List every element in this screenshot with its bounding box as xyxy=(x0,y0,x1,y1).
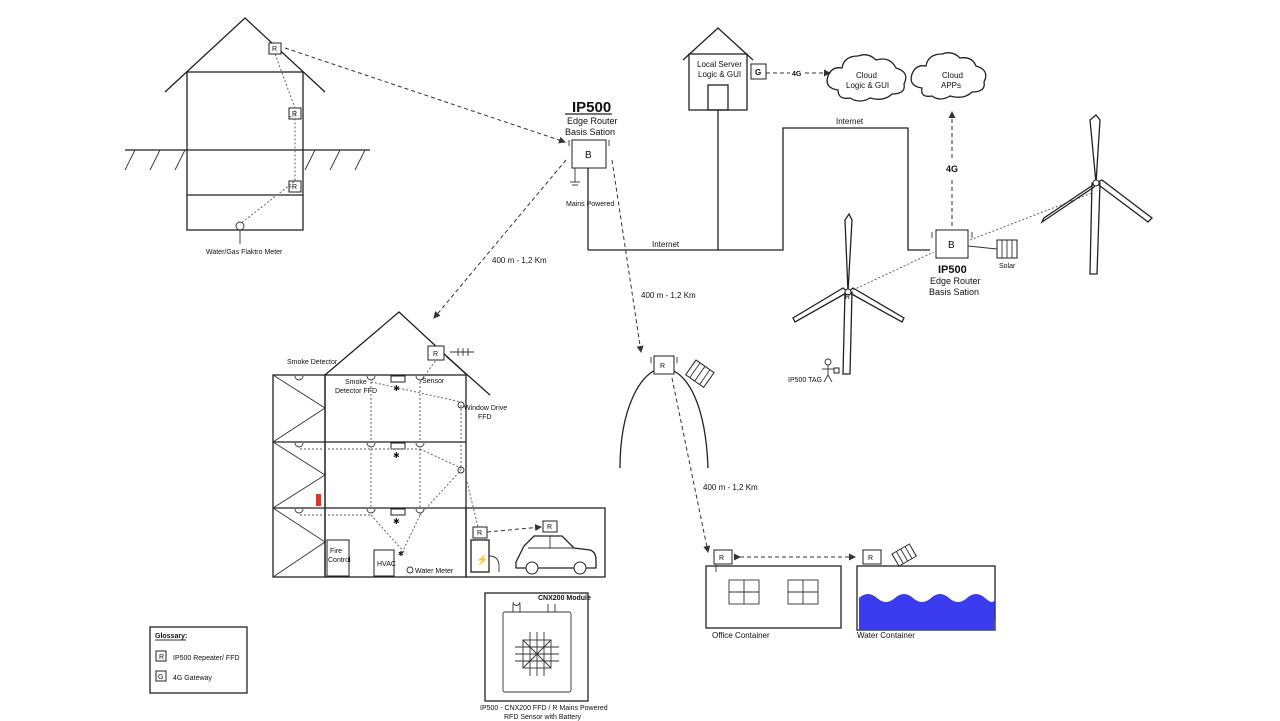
svg-text:R: R xyxy=(477,530,482,537)
repeater-node-hill xyxy=(653,355,675,375)
svg-text:Sensor: Sensor xyxy=(422,378,445,385)
router-main-name: IP500 xyxy=(572,99,611,116)
svg-text:←: ← xyxy=(288,113,295,120)
svg-text:R: R xyxy=(845,294,850,301)
repeater-node-garage xyxy=(472,526,488,539)
svg-text:Window Drive: Window Drive xyxy=(464,405,507,412)
svg-text:Edge Router: Edge Router xyxy=(930,276,981,286)
cnx200-module: CNX200 Module IP500 - CNX200 FFD / R Mai… xyxy=(480,592,608,721)
svg-text:✱: ✱ xyxy=(393,384,400,393)
wind-turbine-right xyxy=(1040,114,1153,275)
mains-powered-label: Mains Powered xyxy=(566,201,614,208)
svg-text:Logic & GUI: Logic & GUI xyxy=(846,81,889,90)
cloud-logic: Cloud Logic & GUI xyxy=(826,54,907,102)
hill-repeater: R xyxy=(619,355,715,469)
svg-text:IP500: IP500 xyxy=(938,264,967,276)
svg-text:FFD: FFD xyxy=(478,414,492,421)
repeater-node-water xyxy=(862,549,882,565)
svg-text:4G: 4G xyxy=(792,71,802,78)
office-container-label: Office Container xyxy=(712,631,770,640)
svg-text:Basis Sation: Basis Sation xyxy=(929,287,979,297)
svg-text:Detector FFD: Detector FFD xyxy=(335,388,377,395)
distance-to-building: 400 m - 1,2 Km xyxy=(492,256,547,265)
sensor-lights: ✱ ✱ ✱ xyxy=(390,375,406,526)
svg-text:✱: ✱ xyxy=(393,451,400,460)
solar-label: Solar xyxy=(999,263,1016,270)
svg-text:←: ← xyxy=(288,183,295,190)
svg-text:G: G xyxy=(755,68,761,77)
svg-text:R: R xyxy=(159,654,164,661)
svg-text:Cloud: Cloud xyxy=(856,71,877,80)
meter-label: Water/Gas Flaktro Meter xyxy=(206,249,283,256)
fire-extinguisher-icon xyxy=(316,494,321,506)
tag-label: IP500 TAG xyxy=(788,377,822,384)
lte-label-vertical: 4G xyxy=(946,164,958,174)
distance-to-hill: 400 m - 1,2 Km xyxy=(641,291,696,300)
svg-text:✱: ✱ xyxy=(393,517,400,526)
svg-text:Cloud: Cloud xyxy=(942,71,963,80)
edge-router-main: IP500 Edge Router Basis Sation B Mains P… xyxy=(565,99,618,250)
svg-text:R: R xyxy=(660,363,665,370)
local-server-house: Local Server Logic & GUI G 4G xyxy=(682,27,831,111)
wind-turbine-left: R xyxy=(792,212,905,375)
svg-text:⚡: ⚡ xyxy=(476,553,488,566)
water-meter-icon xyxy=(406,566,414,574)
office-container: R Office Container xyxy=(705,549,842,640)
electric-car-icon xyxy=(515,535,597,569)
svg-text:HVAC: HVAC xyxy=(377,561,396,568)
gateway-node xyxy=(750,63,767,80)
svg-text:Logic & GUI: Logic & GUI xyxy=(698,70,741,79)
svg-text:R: R xyxy=(272,46,277,53)
distance-to-office: 400 m - 1,2 Km xyxy=(703,483,758,492)
svg-text:Water Meter: Water Meter xyxy=(415,568,454,575)
svg-text:Smoke Detector: Smoke Detector xyxy=(287,359,338,366)
module-caption-1: IP500 - CNX200 FFD / R Mains Powered xyxy=(480,705,608,712)
repeater-node-roof xyxy=(427,345,445,361)
fire-control-panel xyxy=(326,539,350,577)
svg-text:R: R xyxy=(433,351,438,358)
ip500-tag-person: IP500 TAG xyxy=(788,358,840,384)
svg-text:Local Server: Local Server xyxy=(697,60,742,69)
underground-house: R R R ← ← Water/Gas Flaktro Meter xyxy=(124,17,370,256)
module-title: CNX200 Module xyxy=(538,595,591,602)
svg-text:G: G xyxy=(158,674,163,681)
svg-text:B: B xyxy=(948,240,955,251)
svg-text:Fire: Fire xyxy=(330,548,342,555)
router-main-box xyxy=(571,139,607,169)
svg-text:✱: ✱ xyxy=(398,550,404,558)
hvac-unit xyxy=(373,549,395,577)
edge-router-wind: B IP500 Edge Router Basis Sation Solar xyxy=(929,229,1018,297)
water-container-label: Water Container xyxy=(857,631,915,640)
water-container: R Water Container xyxy=(856,543,996,640)
repeater-node-office xyxy=(713,549,733,565)
svg-text:Basis Sation: Basis Sation xyxy=(565,127,615,137)
router-wind-box xyxy=(935,229,969,259)
svg-text:B: B xyxy=(585,150,592,161)
svg-text:Internet: Internet xyxy=(836,117,864,126)
svg-text:Control: Control xyxy=(328,557,351,564)
svg-text:IP500 Repeater/ FFD: IP500 Repeater/ FFD xyxy=(173,655,240,662)
smart-building: R ✱✱✱ Smoke Detector Smoke Detector FFD … xyxy=(272,311,606,578)
svg-text:Edge Router: Edge Router xyxy=(567,116,618,126)
water-fill xyxy=(859,594,995,630)
cloud-apps: Cloud APPs xyxy=(910,52,987,100)
meter-icon xyxy=(235,221,245,231)
svg-text:R: R xyxy=(292,111,297,118)
internet-link: Internet Internet xyxy=(588,110,930,251)
svg-text:R: R xyxy=(719,555,724,562)
glossary-title: Glossary: xyxy=(155,633,187,640)
svg-text:R: R xyxy=(292,184,297,191)
svg-text:Internet: Internet xyxy=(652,240,680,249)
svg-text:R: R xyxy=(868,555,873,562)
svg-text:R: R xyxy=(547,524,552,531)
repeater-node-lower xyxy=(288,180,302,193)
module-caption-2: RFD Sensor with Battery xyxy=(504,714,582,721)
svg-text:4G Gateway: 4G Gateway xyxy=(173,675,212,682)
glossary: Glossary: R IP500 Repeater/ FFD G 4G Gat… xyxy=(149,626,248,694)
svg-text:APPs: APPs xyxy=(941,81,961,90)
svg-text:Smoke: Smoke xyxy=(345,379,367,386)
